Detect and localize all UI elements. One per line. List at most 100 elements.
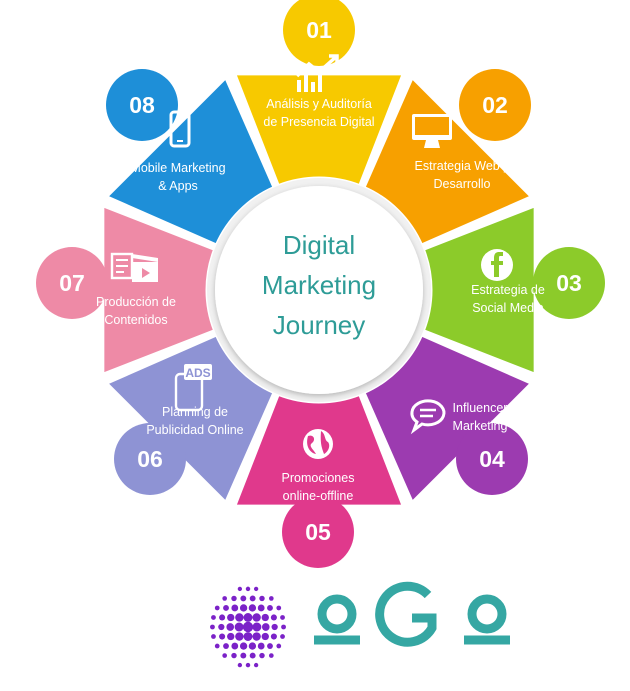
sphere-dot <box>249 595 256 602</box>
sphere-dot <box>231 595 237 602</box>
sphere-dot <box>269 653 274 658</box>
segment-number-tab <box>114 423 186 495</box>
sphere-dot <box>257 642 265 650</box>
segment-label-line: Producción de <box>96 295 176 309</box>
segment-label-line: Marketing <box>453 419 508 433</box>
segment-number: 05 <box>305 519 331 545</box>
sphere-dot <box>261 632 269 641</box>
segment-label-line: Estrategia de <box>471 283 545 297</box>
sphere-dot <box>231 652 237 659</box>
sphere-dot <box>211 634 216 639</box>
segment-number: 07 <box>59 270 85 296</box>
segment-number-tab <box>456 423 528 495</box>
sphere-dot <box>218 623 225 631</box>
sphere-dot <box>253 586 259 592</box>
sphere-dot <box>227 613 235 622</box>
segment-number-tab <box>106 69 178 141</box>
sphere-dot <box>240 652 247 659</box>
facebook-icon <box>481 249 513 281</box>
sphere-dot <box>248 604 257 612</box>
sphere-dot <box>235 632 244 641</box>
sphere-dot <box>281 624 286 630</box>
segment-06: 06 Planning de Publicidad Online ADS <box>103 333 276 506</box>
sphere-dot <box>280 615 285 620</box>
sphere-dot <box>237 662 243 668</box>
segment-label-line: Influencer <box>453 401 508 415</box>
center-title-line-2: Marketing <box>262 270 376 300</box>
sphere-dot <box>214 605 220 611</box>
dotted-sphere-icon <box>210 586 286 668</box>
segment-number-tab <box>36 247 108 319</box>
segment-label-line: Publicidad Online <box>146 423 243 437</box>
ads-phone-icon: ADS <box>174 364 212 412</box>
sphere-dot <box>240 595 247 602</box>
segment-label-line: Mobile Marketing <box>130 161 225 175</box>
growth-chart-icon <box>295 54 339 92</box>
sphere-dot <box>231 642 239 650</box>
sphere-dot <box>234 622 244 632</box>
logo-wordmark <box>314 581 510 647</box>
segment-label-line: Desarrollo <box>434 177 491 191</box>
sphere-dot <box>222 653 227 658</box>
segment-label-line: Análisis y Auditoría <box>266 97 372 111</box>
segment-number-tab <box>282 496 354 568</box>
segment-number-tab <box>533 247 605 319</box>
segment-label-line: Social Media <box>472 301 544 315</box>
sphere-dot <box>280 634 285 639</box>
sphere-dot <box>223 605 229 611</box>
sphere-dot <box>245 586 251 592</box>
sphere-dot <box>270 633 277 640</box>
sphere-dot <box>227 632 235 641</box>
sphere-dot <box>210 624 215 630</box>
sphere-dot <box>252 632 261 641</box>
chat-bubble-icon <box>410 399 446 435</box>
center-hub: Digital Marketing Journey <box>207 178 431 402</box>
sphere-dot <box>252 622 262 632</box>
sphere-dot <box>237 586 243 592</box>
monitor-icon <box>412 114 452 148</box>
sphere-dot <box>257 604 265 612</box>
segment-number: 04 <box>479 446 505 472</box>
segment-number: 03 <box>556 270 582 296</box>
sphere-dot <box>252 613 261 622</box>
segment-label-line: de Presencia Digital <box>263 115 374 129</box>
sphere-dot <box>269 596 274 601</box>
sphere-dot <box>270 614 277 621</box>
sphere-dot <box>231 604 239 612</box>
sphere-dot <box>261 613 269 622</box>
sphere-dot <box>276 605 282 611</box>
center-title-line-3: Journey <box>273 310 366 340</box>
sphere-dot <box>253 662 259 668</box>
sphere-dot <box>243 613 253 622</box>
segment-number: 02 <box>482 92 508 118</box>
segment-number-tab <box>459 69 531 141</box>
sphere-dot <box>243 632 253 641</box>
globe-icon <box>303 429 333 459</box>
segment-number-tab <box>283 0 355 66</box>
sphere-dot <box>226 623 235 631</box>
segment-number: 08 <box>129 92 155 118</box>
sphere-dot <box>271 623 278 631</box>
sphere-dot <box>248 642 257 650</box>
segment-number: 06 <box>137 446 163 472</box>
sphere-dot <box>242 621 254 633</box>
ogo-logo: oGo <box>210 581 510 668</box>
sphere-dot <box>267 643 273 649</box>
sphere-dot <box>223 643 229 649</box>
sphere-dot <box>214 643 220 649</box>
segment-label-line: Estrategia Web y <box>415 159 511 173</box>
sphere-dot <box>235 613 244 622</box>
segment-label-line: Planning de <box>162 405 228 419</box>
center-title-line-1: Digital <box>283 230 355 260</box>
sphere-dot <box>259 652 265 659</box>
sphere-dot <box>249 652 256 659</box>
sphere-dot <box>261 623 270 631</box>
smartphone-icon <box>169 110 191 148</box>
